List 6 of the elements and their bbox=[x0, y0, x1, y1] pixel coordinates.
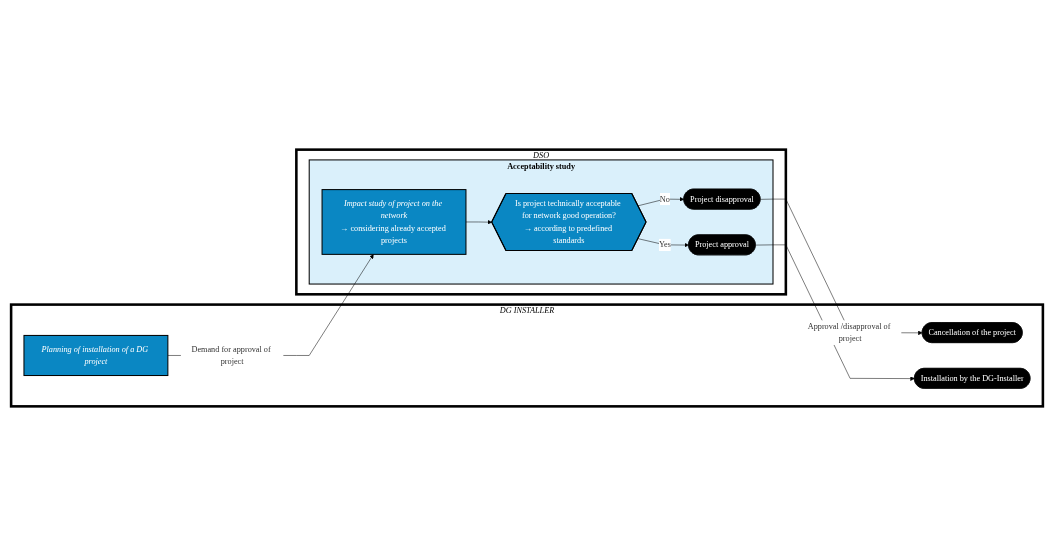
edge-label: Demand for approval of project bbox=[191, 344, 271, 366]
edge-label: No bbox=[659, 194, 670, 204]
edge-label: Approval /disapproval of project bbox=[807, 321, 891, 343]
node-box: Impact study of project on the network → considering already accepted projects bbox=[321, 189, 467, 255]
node-box: Planning of installation of a DG project bbox=[23, 334, 169, 377]
edge-label: Yes bbox=[658, 240, 671, 249]
